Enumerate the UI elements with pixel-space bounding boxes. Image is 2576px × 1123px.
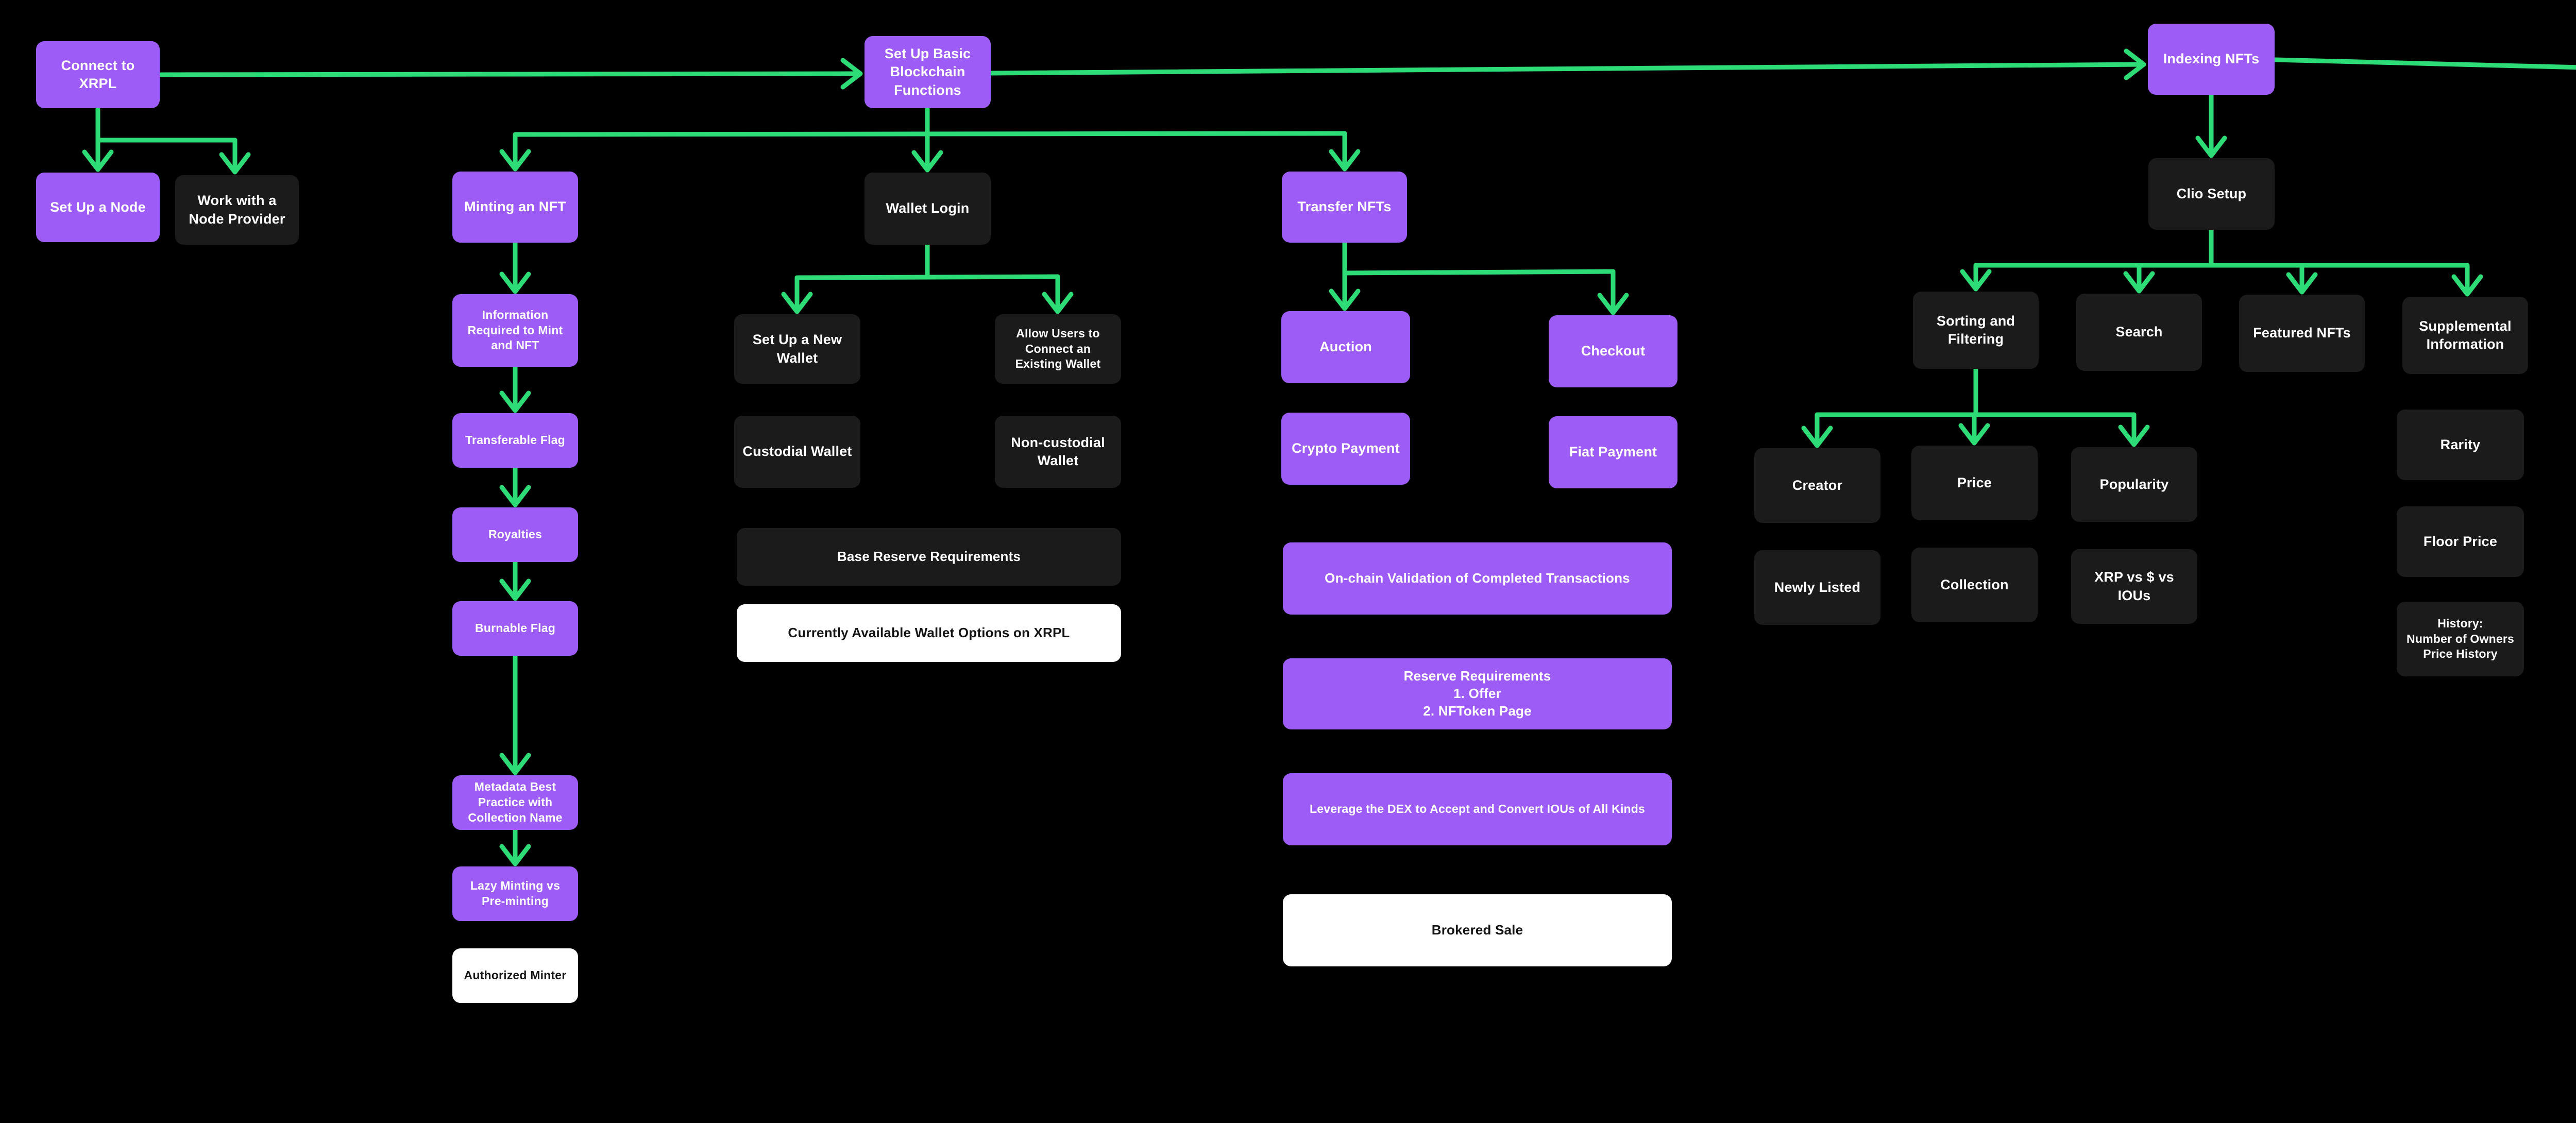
node-newly-listed: Newly Listed: [1754, 550, 1880, 625]
node-price: Price: [1911, 446, 2038, 520]
node-authorized-minter: Authorized Minter: [452, 948, 578, 1003]
node-lazy-minting: Lazy Minting vs Pre-minting: [452, 866, 578, 921]
node-metadata-best-practice: Metadata Best Practice with Collection N…: [452, 775, 578, 830]
node-xrp-vs-usd-vs-ious: XRP vs $ vs IOUs: [2071, 549, 2197, 624]
node-sorting-filtering: Sorting and Filtering: [1913, 292, 2039, 369]
node-history: History: Number of Owners Price History: [2397, 602, 2524, 676]
arrowhead-35: [2118, 424, 2150, 447]
node-information-required: Information Required to Mint and NFT: [452, 294, 578, 367]
arrowhead-16: [499, 844, 531, 866]
node-popularity: Popularity: [2071, 447, 2197, 522]
connector-line-18: [794, 274, 1060, 280]
node-rarity: Rarity: [2397, 410, 2524, 480]
node-wallet-login: Wallet Login: [865, 173, 991, 245]
node-fiat-payment: Fiat Payment: [1549, 416, 1677, 488]
node-custodial-wallet: Custodial Wallet: [734, 416, 860, 488]
arrowhead-13: [499, 485, 531, 507]
node-transfer-nfts: Transfer NFTs: [1282, 172, 1407, 243]
arrowhead-5: [82, 149, 114, 172]
node-collection: Collection: [1911, 548, 2038, 622]
arrowhead-9: [499, 149, 531, 172]
arrowhead-29: [2286, 272, 2318, 295]
node-creator: Creator: [1754, 448, 1880, 523]
node-set-up-new-wallet: Set Up a New Wallet: [734, 314, 860, 384]
node-floor-price: Floor Price: [2397, 506, 2524, 577]
arrowhead-12: [499, 390, 531, 413]
arrowhead-33: [1801, 426, 1833, 448]
node-auction: Auction: [1281, 311, 1410, 383]
node-crypto-payment: Crypto Payment: [1281, 413, 1410, 485]
arrowhead-28: [2123, 271, 2155, 294]
arrowhead-7: [911, 150, 943, 173]
node-supplemental-information: Supplemental Information: [2402, 297, 2528, 374]
arrowhead-0: [840, 58, 863, 90]
arrowhead-6: [219, 152, 251, 175]
arrowhead-34: [1958, 423, 1990, 446]
connector-line-0: [158, 71, 862, 77]
arrowhead-23: [1597, 293, 1629, 315]
arrowhead-24: [2195, 135, 2227, 158]
arrowhead-14: [499, 578, 531, 601]
node-base-reserve-requirements: Base Reserve Requirements: [737, 528, 1121, 586]
connector-line-1: [989, 62, 2145, 76]
node-non-custodial-wallet: Non-custodial Wallet: [995, 416, 1121, 488]
node-brokered-sale: Brokered Sale: [1283, 894, 1672, 966]
node-clio-setup: Clio Setup: [2148, 158, 2275, 230]
arrowhead-11: [499, 271, 531, 294]
node-search: Search: [2076, 294, 2202, 371]
node-featured-nfts: Featured NFTs: [2239, 295, 2365, 372]
connector-line-2: [2273, 57, 2576, 70]
arrowhead-19: [781, 292, 813, 314]
node-transferable-flag: Transferable Flag: [452, 413, 578, 468]
node-work-with-node-provider: Work with a Node Provider: [175, 175, 299, 245]
arrowhead-27: [1960, 269, 1992, 292]
arrowhead-21: [1329, 288, 1361, 311]
node-checkout: Checkout: [1549, 315, 1677, 387]
node-indexing-nfts: Indexing NFTs: [2148, 24, 2275, 95]
arrowhead-10: [1329, 149, 1361, 172]
connector-line-8: [513, 131, 1347, 137]
arrowhead-1: [2124, 48, 2146, 80]
node-on-chain-validation: On-chain Validation of Completed Transac…: [1283, 542, 1672, 615]
node-reserve-requirements: Reserve Requirements 1. Offer 2. NFToken…: [1283, 658, 1672, 729]
arrowhead-30: [2451, 274, 2483, 297]
node-minting-an-nft: Minting an NFT: [452, 172, 578, 243]
node-set-up-a-node: Set Up a Node: [36, 173, 160, 242]
node-connect-to-xrpl: Connect to XRPL: [36, 41, 160, 108]
arrowhead-15: [499, 753, 531, 775]
node-currently-available-wallets: Currently Available Wallet Options on XR…: [737, 604, 1121, 662]
node-setup-basic-blockchain: Set Up Basic Blockchain Functions: [865, 36, 991, 108]
connector-line-22: [1342, 269, 1616, 276]
node-leverage-dex: Leverage the DEX to Accept and Convert I…: [1283, 773, 1672, 845]
node-allow-users-connect: Allow Users to Connect an Existing Walle…: [995, 314, 1121, 384]
node-burnable-flag: Burnable Flag: [452, 601, 578, 656]
arrowhead-20: [1042, 292, 1074, 314]
node-royalties: Royalties: [452, 507, 578, 562]
